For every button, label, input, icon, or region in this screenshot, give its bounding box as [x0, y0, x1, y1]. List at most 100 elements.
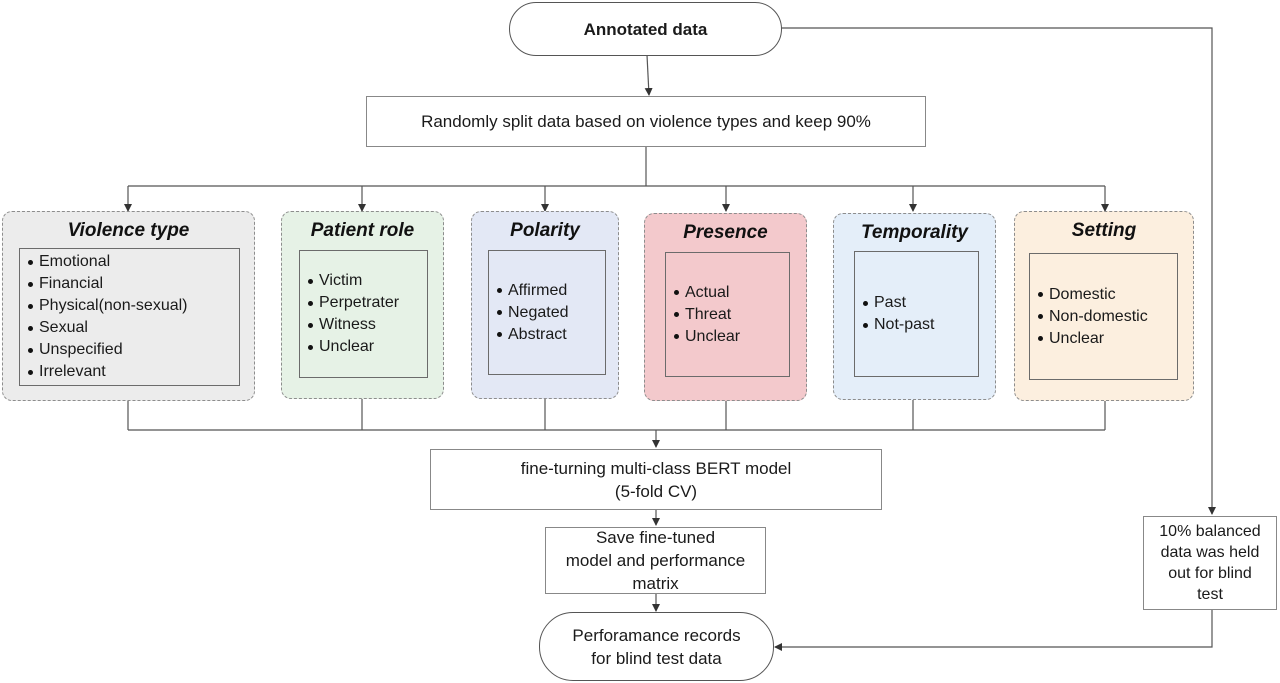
records-label-line2: for blind test data [591, 648, 722, 668]
category-item: Abstract [497, 324, 605, 346]
category-item: Physical(non-sexual) [28, 295, 239, 317]
category-item-label: Domestic [1049, 285, 1116, 303]
bullet-icon [497, 310, 502, 315]
heldout-label-line: data was held [1160, 544, 1260, 561]
category-title: Setting [1071, 220, 1137, 241]
save-label-line2: model and performance matrix [565, 551, 746, 593]
category-item: Sexual [28, 317, 239, 339]
finetune-label-line2: (5-fold CV) [614, 481, 698, 501]
bullet-icon [497, 332, 502, 337]
category-item-label: Unspecified [39, 341, 123, 358]
category-item: Actual [674, 282, 789, 304]
category-item-label: Negated [508, 303, 569, 321]
category-item: Not-past [863, 314, 978, 336]
category-item-label: Non-domestic [1049, 307, 1148, 325]
category-item-label: Physical(non-sexual) [39, 297, 188, 314]
category-item-label: Actual [685, 283, 730, 301]
bullet-icon [308, 322, 313, 328]
category-item: Domestic [1038, 284, 1177, 306]
category-item: Financial [28, 273, 239, 295]
category-item: Unspecified [28, 339, 239, 361]
category-item-label: Witness [319, 316, 376, 333]
category-title: Polarity [510, 220, 580, 241]
save-model-node: Save fine-tuned model and performance ma… [545, 527, 766, 594]
arrow-heldout-to-records [774, 610, 1213, 651]
bullet-icon [28, 281, 33, 287]
category-item-label: Unclear [319, 338, 375, 355]
category-item-label: Past [874, 294, 907, 311]
category-item: Affirmed [497, 280, 605, 302]
category-item: Negated [497, 302, 605, 324]
save-label-line1: Save fine-tuned [595, 528, 716, 547]
category-item-label: Not-past [874, 316, 935, 333]
arrow-annotated-to-split [644, 54, 653, 96]
annotated-data-node: Annotated data [509, 2, 782, 56]
category-item: Perpetrater [308, 292, 427, 314]
category-item-label: Abstract [508, 325, 567, 343]
bullet-icon [863, 300, 868, 306]
category-item-label: Emotional [39, 253, 111, 270]
category-title: Violence type [67, 220, 190, 241]
category-item-label: Financial [39, 275, 104, 292]
finetune-label-line1: fine-turning multi-class BERT model [520, 458, 792, 478]
category-item: Victim [308, 270, 427, 292]
bullet-icon [1038, 292, 1043, 297]
split-data-node: Randomly split data based on violence ty… [366, 96, 926, 147]
records-label-line1: Perforamance records [572, 625, 741, 645]
category-item: Past [863, 292, 978, 314]
category-item-label: Unclear [1049, 329, 1105, 347]
category-title: Temporality [861, 222, 968, 243]
bullet-icon [28, 325, 33, 331]
finetune-model-node: fine-turning multi-class BERT model (5-f… [430, 449, 882, 510]
category-item: Emotional [28, 251, 239, 273]
bullet-icon [28, 259, 33, 265]
category-item: Witness [308, 314, 427, 336]
bullet-icon [28, 369, 33, 375]
bullet-icon [1038, 314, 1043, 319]
bullet-icon [28, 303, 33, 309]
category-item: Unclear [674, 326, 789, 348]
bullet-icon [308, 300, 313, 306]
category-title: Presence [683, 222, 768, 243]
category-item-label: Affirmed [508, 281, 568, 299]
category-item: Unclear [1038, 328, 1177, 350]
heldout-label-line: out for blind [1168, 565, 1252, 582]
category-item-label: Threat [685, 305, 732, 323]
bullet-icon [674, 290, 679, 295]
category-item: Irrelevant [28, 361, 239, 383]
category-item-label: Unclear [685, 327, 741, 345]
heldout-label-line: test [1197, 586, 1223, 603]
bullet-icon [1038, 336, 1043, 341]
heldout-label-line: 10% balanced [1159, 523, 1261, 540]
bullet-icon [28, 347, 33, 353]
category-item: Non-domestic [1038, 306, 1177, 328]
category-item-label: Perpetrater [319, 294, 400, 311]
category-item-label: Sexual [39, 319, 88, 336]
performance-records-node: Perforamance records for blind test data [539, 612, 774, 681]
bullet-icon [863, 322, 868, 328]
bullet-icon [308, 344, 313, 350]
bullet-icon [497, 288, 502, 293]
category-item-label: Victim [319, 272, 363, 289]
bullet-icon [308, 278, 313, 284]
category-item: Threat [674, 304, 789, 326]
split-data-label: Randomly split data based on violence ty… [421, 112, 871, 131]
bullet-icon [674, 334, 679, 339]
bullet-icon [674, 312, 679, 317]
category-item-label: Irrelevant [39, 363, 106, 380]
category-title: Patient role [310, 220, 415, 241]
category-item: Unclear [308, 336, 427, 358]
